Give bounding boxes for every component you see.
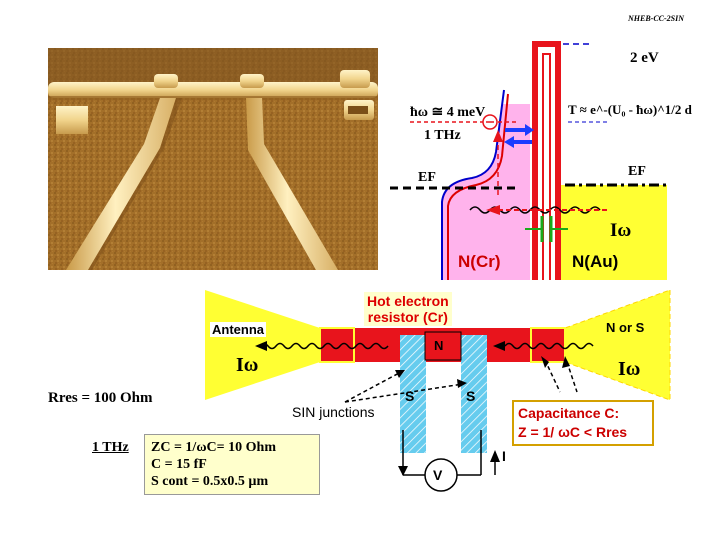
- capacitance-box: Capacitance C: Z = 1/ ωC < Rres: [512, 400, 654, 446]
- scont-param: S cont = 0.5x0.5 µm: [151, 474, 269, 489]
- antenna-right: [564, 290, 671, 401]
- photon-energy-label: ħω ≅ 4 meV: [410, 105, 486, 120]
- transmission-formula: T ≈ e^-(U₀ - ħω)^1/2 d: [568, 102, 692, 117]
- s-electrode-right: [461, 335, 487, 453]
- au-region: [560, 185, 667, 280]
- current-source-label: I: [502, 448, 506, 464]
- band-diagram: [390, 41, 670, 280]
- voltmeter-label: V: [433, 467, 443, 483]
- au-label: N(Au): [572, 252, 619, 271]
- cr-region: [442, 104, 530, 280]
- ns-label: N or S: [606, 320, 645, 335]
- capacitance-line1: Capacitance C:: [518, 405, 620, 421]
- capacitance-line2: Z = 1/ ωC < Rres: [518, 424, 628, 440]
- antenna-label: Antenna: [210, 322, 266, 337]
- current-right-label: Iω: [618, 358, 641, 380]
- sin-junctions-label: SIN junctions: [292, 404, 375, 420]
- corner-tag: NHEB-CC-2SIN: [628, 14, 685, 23]
- fermi-left-label: EF: [418, 170, 436, 185]
- device-schematic: [205, 290, 671, 492]
- hot-electron-label: Hot electron resistor (Cr): [364, 292, 452, 326]
- band-current-label: Iω: [610, 220, 632, 241]
- s-left-label: S: [405, 388, 415, 404]
- photon-freq-label: 1 THz: [424, 128, 461, 143]
- freq-label: 1 THz: [92, 440, 129, 455]
- barrier-height-label: 2 eV: [628, 50, 661, 67]
- current-left-label: Iω: [236, 354, 259, 376]
- fermi-right-label: EF: [628, 164, 646, 179]
- params-box: ZC = 1/ωC= 10 Ohm C = 15 fF S cont = 0.5…: [144, 434, 320, 495]
- cap-param: C = 15 fF: [151, 457, 207, 472]
- hot-electron-line2: resistor (Cr): [367, 309, 448, 325]
- sem-micrograph: [48, 48, 378, 270]
- rres-label: Rres = 100 Ohm: [48, 390, 153, 406]
- n-label: N: [434, 338, 444, 353]
- s-electrode-left: [400, 335, 426, 453]
- hot-electron-line1: Hot electron: [367, 293, 449, 309]
- cr-label: N(Cr): [458, 252, 501, 271]
- s-right-label: S: [466, 388, 476, 404]
- zc-param: ZC = 1/ωC= 10 Ohm: [151, 440, 276, 455]
